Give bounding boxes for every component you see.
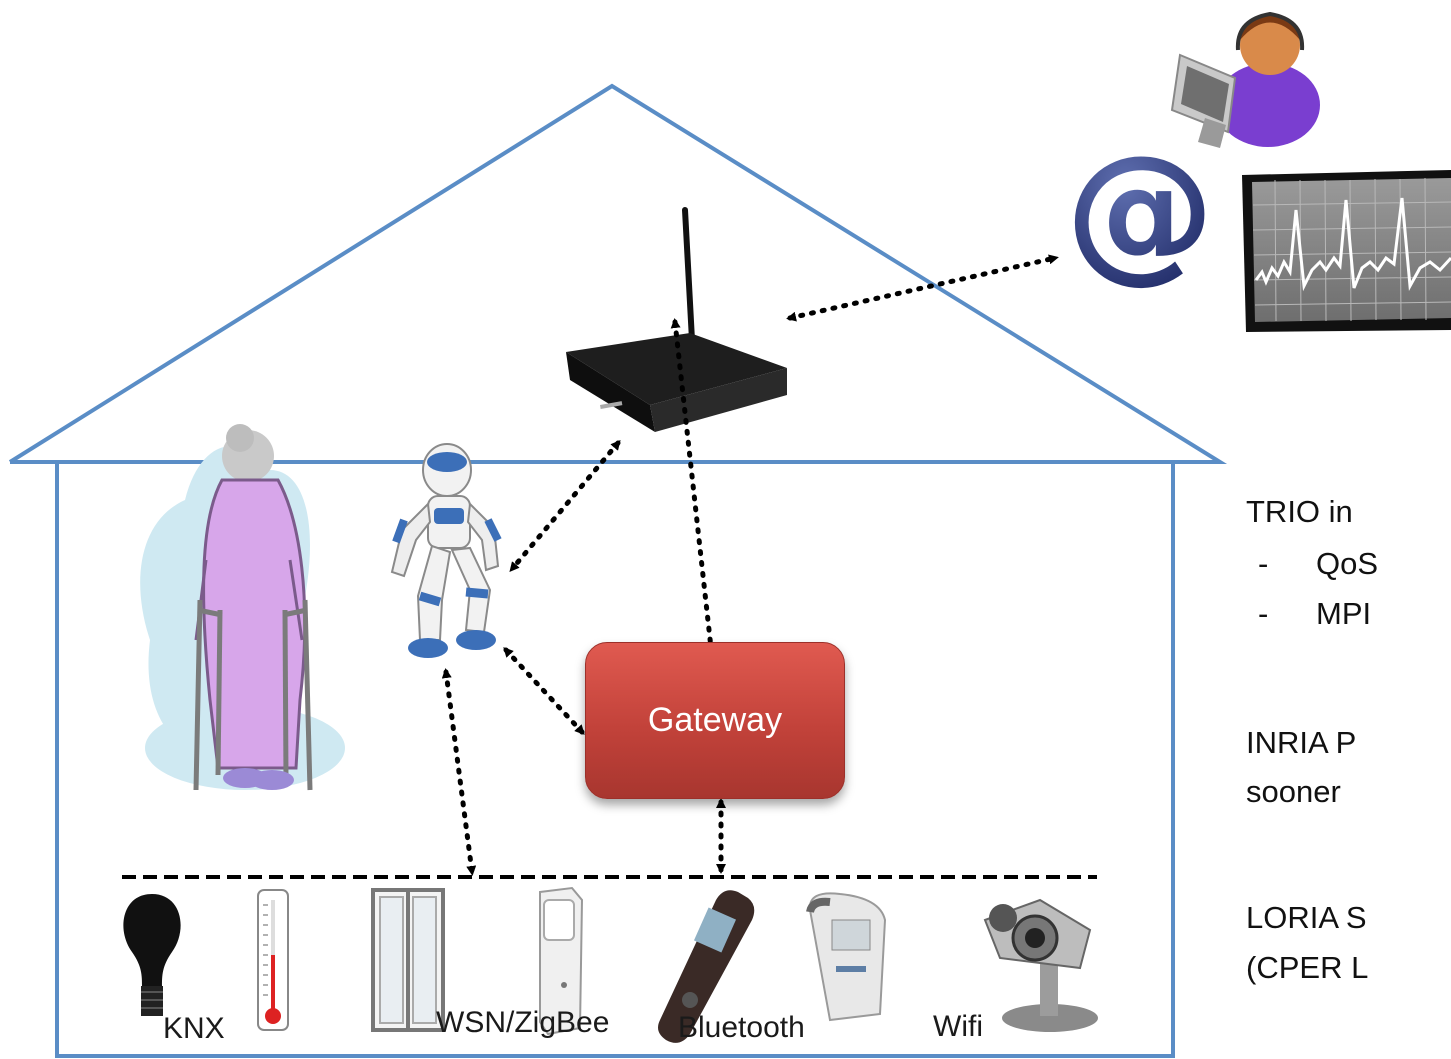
arrow-router-internet: [786, 254, 1059, 322]
arrow-robot-gateway: [503, 647, 585, 735]
remote-control-icon: [658, 890, 755, 1043]
at-sign-icon: @: [1065, 124, 1215, 298]
side-text-line-3: MPI: [1316, 596, 1372, 631]
robot-icon: [390, 443, 502, 658]
connection-arrows: [441, 254, 1059, 876]
gateway-box: Gateway: [585, 642, 845, 799]
thermometer-icon: [257, 889, 289, 1031]
gateway-label: Gateway: [647, 701, 783, 739]
device-label-wifi: Wifi: [933, 1010, 983, 1043]
side-text-line-6: LORIA S: [1246, 900, 1367, 935]
device-label-knx: KNX: [163, 1012, 225, 1045]
webcam-icon: [983, 898, 1098, 1032]
blood-pressure-monitor-icon: [806, 892, 887, 1022]
side-text-dash-2: -: [1258, 546, 1269, 581]
side-text-line-1: TRIO in: [1246, 494, 1353, 529]
side-text-line-4: INRIA P: [1246, 725, 1357, 760]
window-icon: [371, 888, 445, 1032]
side-text-dash-3: -: [1258, 596, 1269, 631]
light-bulb-icon: [123, 894, 181, 1016]
side-text-line-2: QoS: [1316, 546, 1379, 581]
arrow-robot-bus: [441, 668, 477, 876]
side-text-line-5: sooner: [1246, 774, 1341, 809]
arrow-router-gateway: [670, 318, 718, 670]
device-label-wsn-zigbee: WSN/ZigBee: [436, 1006, 610, 1039]
elderly-person-icon: [140, 424, 345, 791]
operator-icon: [1170, 11, 1320, 148]
monitor-waveform-icon: [1242, 170, 1451, 332]
motion-sensor-icon: [539, 886, 584, 1036]
svg-text:@: @: [1065, 124, 1215, 298]
device-label-bluetooth: Bluetooth: [678, 1011, 805, 1044]
side-text-line-7: (CPER L: [1246, 950, 1369, 985]
